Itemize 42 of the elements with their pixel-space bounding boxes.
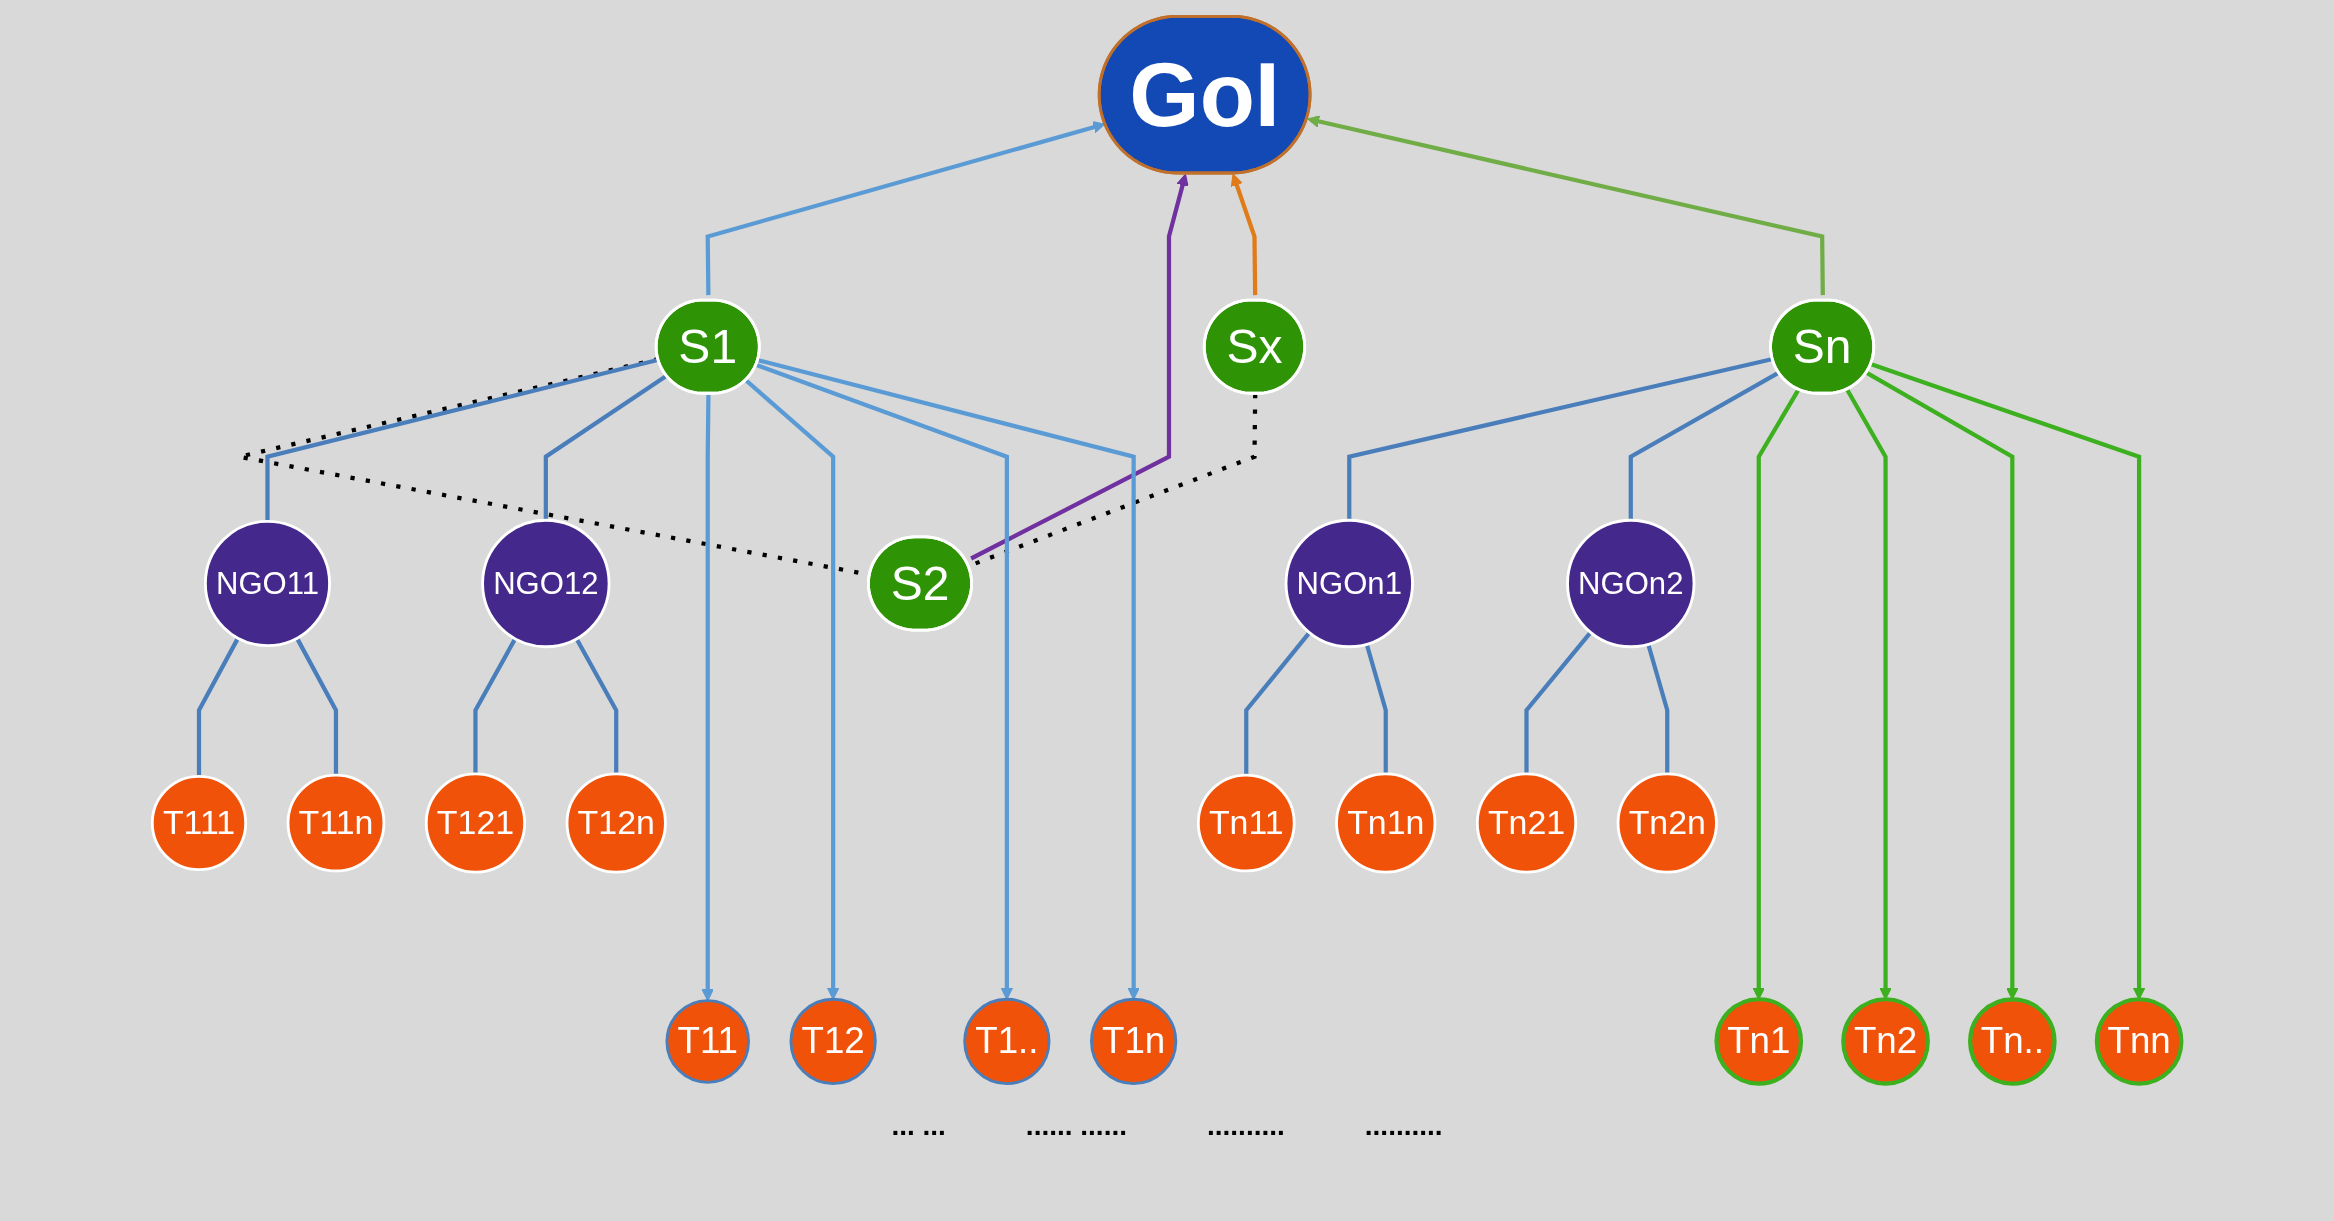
arrow <box>1307 115 1826 296</box>
node-circle: T11 <box>665 999 751 1084</box>
node-circle: Tn1n <box>1335 772 1437 874</box>
connector <box>295 637 339 776</box>
node-circle: T1n <box>1090 997 1178 1086</box>
node-circle: T12 <box>789 997 877 1086</box>
node-circle: NGO11 <box>204 520 332 647</box>
ellipsis-text: .......... <box>1364 1110 1443 1142</box>
connector <box>1364 643 1389 774</box>
node-circle: NGO12 <box>481 518 611 649</box>
connector <box>1628 370 1781 521</box>
node-circle: Tn2n <box>1616 772 1719 874</box>
connector <box>1646 643 1670 774</box>
arrow <box>970 173 1189 561</box>
node-circle: Tn1 <box>1714 997 1804 1086</box>
connector <box>197 637 241 777</box>
node-circle: Tnn <box>2094 997 2184 1086</box>
node-circle: T1.. <box>963 997 1051 1086</box>
connector <box>543 374 668 521</box>
ellipsis-text: ... ... <box>891 1110 946 1142</box>
node-circle: Tn2 <box>1841 997 1931 1086</box>
node-circle: Tn.. <box>1968 997 2057 1086</box>
arrow <box>744 378 840 1000</box>
arrow <box>1231 173 1258 296</box>
connector <box>473 637 518 774</box>
node-circle: T111 <box>151 774 248 872</box>
connector <box>1244 631 1312 776</box>
node-circle: T121 <box>425 772 527 874</box>
node-circle: T11n <box>286 773 386 873</box>
arrow <box>757 358 1141 1000</box>
node-circle: T12n <box>565 772 667 874</box>
node-circle: NGOn1 <box>1284 518 1415 649</box>
arrow <box>755 363 1014 1000</box>
connector <box>1347 356 1774 521</box>
arrow <box>705 121 1106 296</box>
node-circle: Tn11 <box>1197 773 1296 873</box>
ellipsis-text: ...... ...... <box>1025 1110 1127 1142</box>
connector <box>574 637 619 774</box>
connector <box>1524 631 1593 774</box>
ellipsis-text: .......... <box>1207 1110 1285 1142</box>
node-circle: NGOn2 <box>1566 518 1696 649</box>
node-circle: Tn21 <box>1476 772 1578 874</box>
